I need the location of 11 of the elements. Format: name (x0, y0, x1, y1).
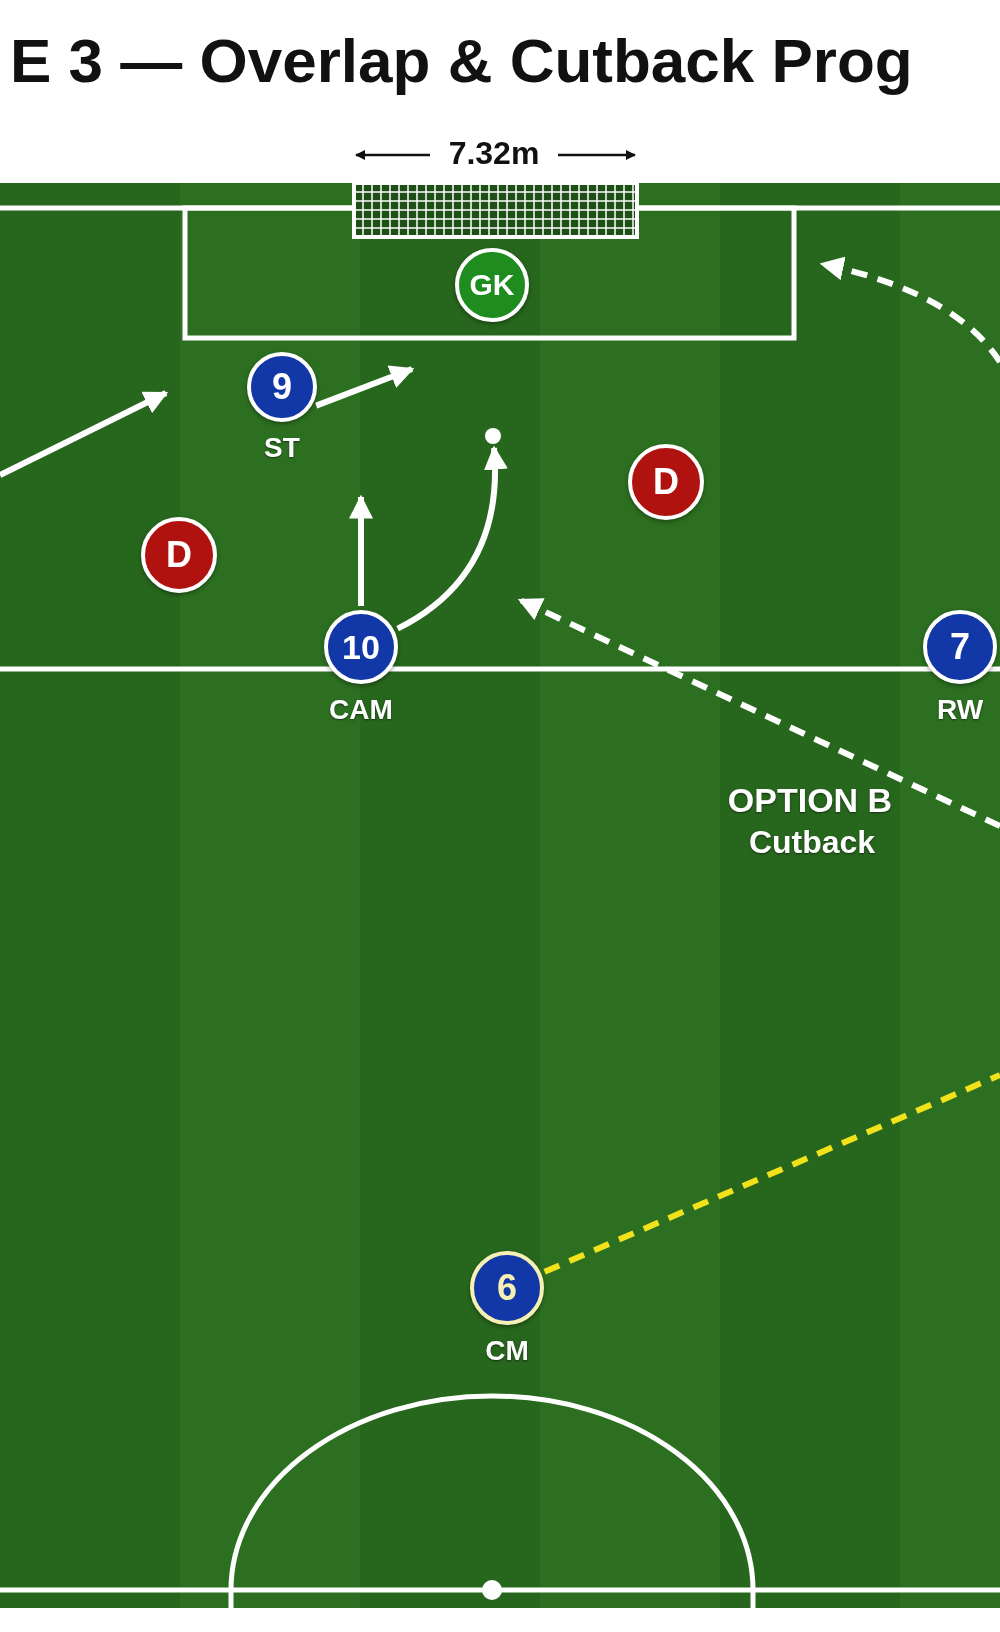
run-arrow (349, 494, 373, 606)
dimension-label: 7.32m (448, 137, 540, 169)
pass-line (543, 1072, 1000, 1275)
position-label: ST (264, 434, 300, 462)
position-label: CM (485, 1337, 529, 1365)
run-arrow (315, 365, 415, 409)
annotation-heading: OPTION B (727, 783, 893, 817)
run-arrow (396, 445, 508, 632)
position-label: RW (936, 696, 984, 724)
position-label: CAM (329, 696, 393, 724)
annotation-text: Cutback (748, 826, 876, 858)
